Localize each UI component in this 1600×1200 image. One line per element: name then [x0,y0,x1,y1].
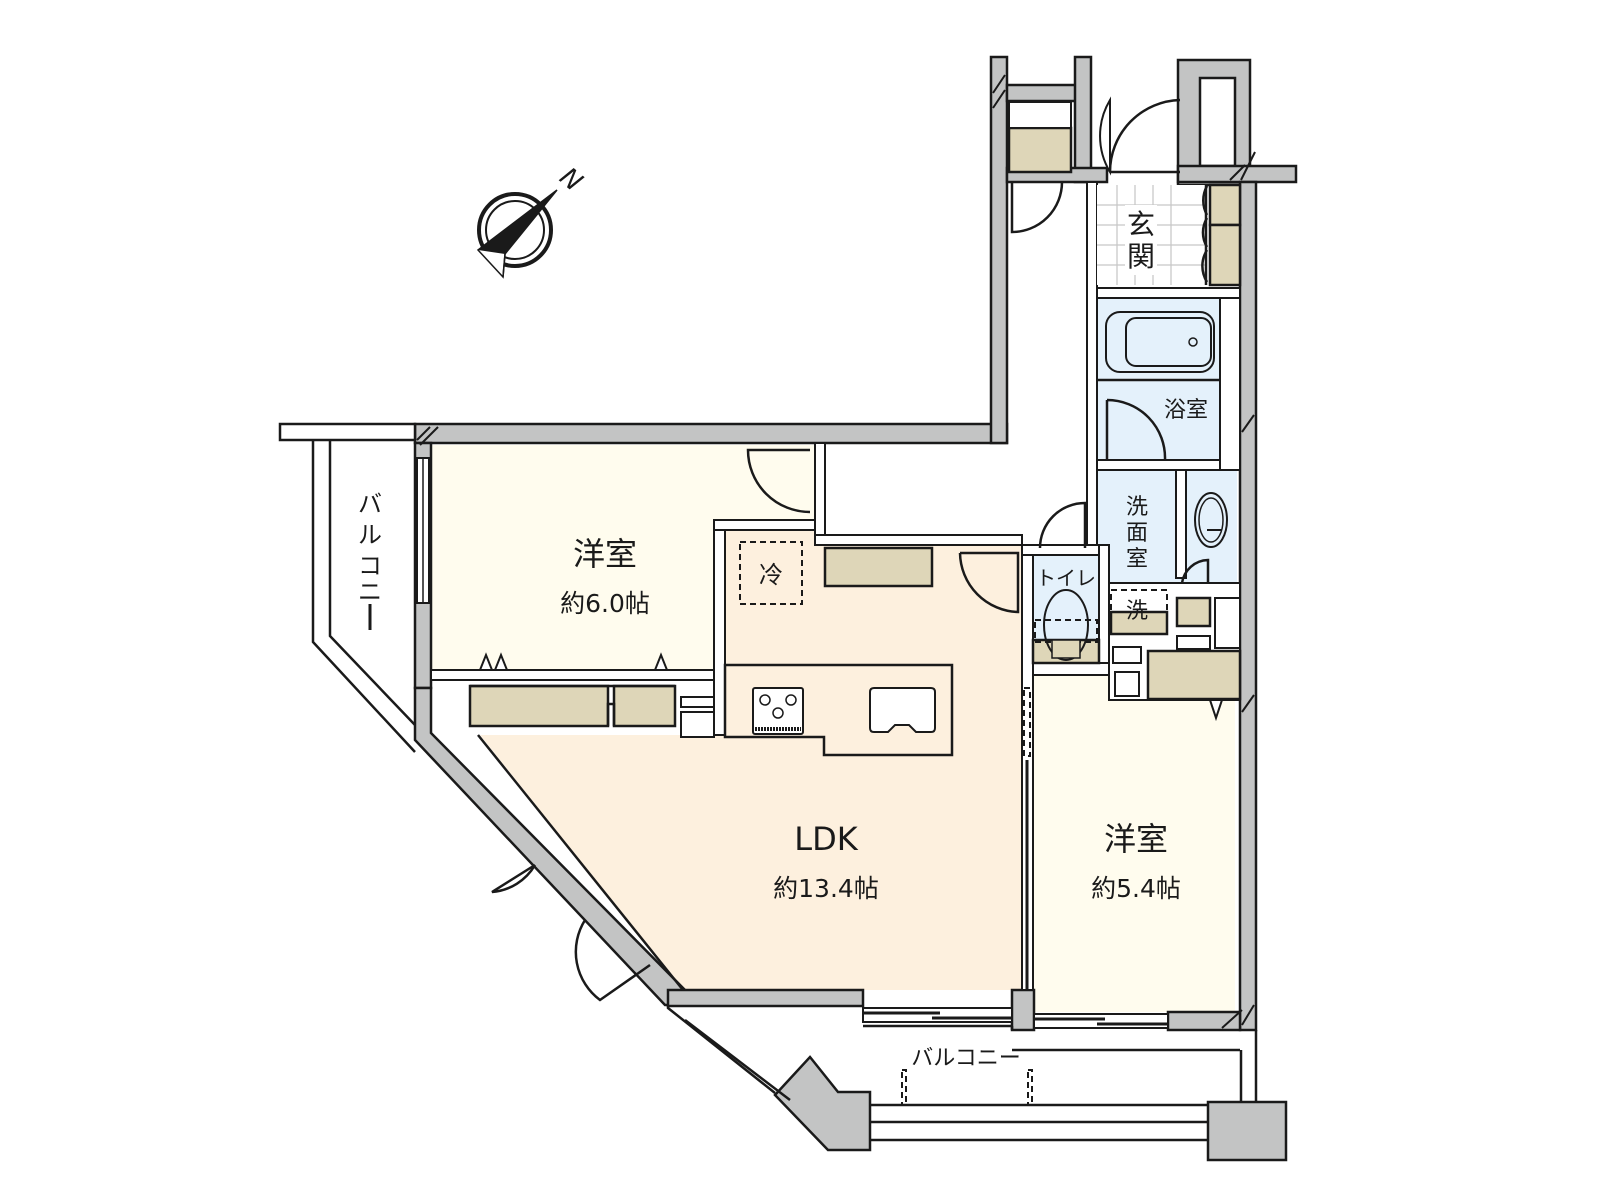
wash-basin-icon [1194,492,1228,548]
ldk-diagonal-wall [477,734,684,991]
west-balcony-label-1: バ [358,490,382,518]
western-room-2-name: 洋室 [1104,820,1168,858]
compass-north-label: N [554,162,588,197]
toilet-icon [1031,589,1101,665]
wall-hatching [416,74,1256,1029]
south-balcony-label: バルコニー [911,1046,1021,1071]
entrance-label-1: 玄 [1127,208,1155,241]
north-arrow-icon: N [476,162,588,279]
washroom-name-1: 洗 [1126,495,1148,520]
entrance-label-bg [1125,205,1157,275]
washroom-name-2: 面 [1126,521,1148,546]
ldk-name: LDK [794,820,858,858]
west-balcony-label-4: ニ [358,578,382,606]
western-room-2-area: 約5.4帖 [1091,874,1181,903]
west-balcony-label-3: コ [358,552,382,580]
entrance-label-2: 関 [1127,240,1155,273]
ldk-floor [480,530,1022,990]
west-balcony [278,422,430,753]
doors [478,96,1224,1002]
western-room-1-area: 約6.0帖 [560,589,650,618]
south-balcony [666,1006,1258,1142]
washroom-floor [1097,470,1237,583]
kitchen-sink-icon [869,687,936,733]
fridge-label: 冷 [759,561,783,589]
bathroom-name: 浴室 [1164,398,1208,423]
washing-machine-space [1109,589,1169,636]
storage-units [468,101,1242,738]
toilet-name: トイレ [1036,566,1096,590]
washroom-name-3: 室 [1126,547,1148,572]
western-room-2-floor [1033,675,1235,1012]
fridge-space [739,541,803,605]
bathtub-icon [1105,311,1215,373]
west-balcony-label-2: ル [358,521,382,549]
ldk-area: 約13.4帖 [773,874,879,903]
western-room-1-name: 洋室 [573,535,637,573]
washer-label: 洗 [1126,599,1148,624]
south-windows [862,1007,1169,1029]
